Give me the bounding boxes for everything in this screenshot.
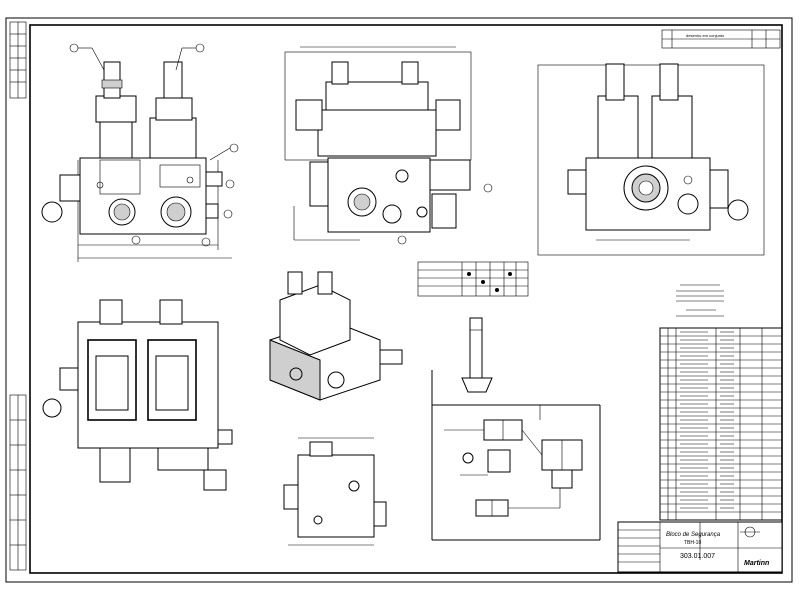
function-table	[417, 261, 529, 297]
side-view-center	[284, 46, 493, 245]
drawing-number: 303.01.007	[680, 553, 715, 560]
company-logo-text: Martinn	[744, 560, 769, 567]
parts-list-table	[659, 327, 783, 521]
front-view	[41, 43, 239, 262]
top-right-title-table: desenho em conjunto	[661, 29, 781, 49]
side-view-right	[537, 63, 765, 256]
sheet-border	[5, 17, 793, 583]
bottom-center-view	[283, 437, 387, 546]
hydraulic-schematic	[431, 317, 601, 541]
notes-block	[676, 284, 724, 317]
title-line-1: Bloco de Segurança	[666, 532, 721, 538]
bottom-view	[42, 299, 233, 491]
title-line-2: TBH-10	[684, 540, 701, 546]
top-right-table-label: desenho em conjunto	[686, 33, 725, 38]
title-block: Bloco de Segurança TBH-10 303.01.007 Mar…	[617, 521, 783, 573]
isometric-view	[269, 271, 403, 401]
